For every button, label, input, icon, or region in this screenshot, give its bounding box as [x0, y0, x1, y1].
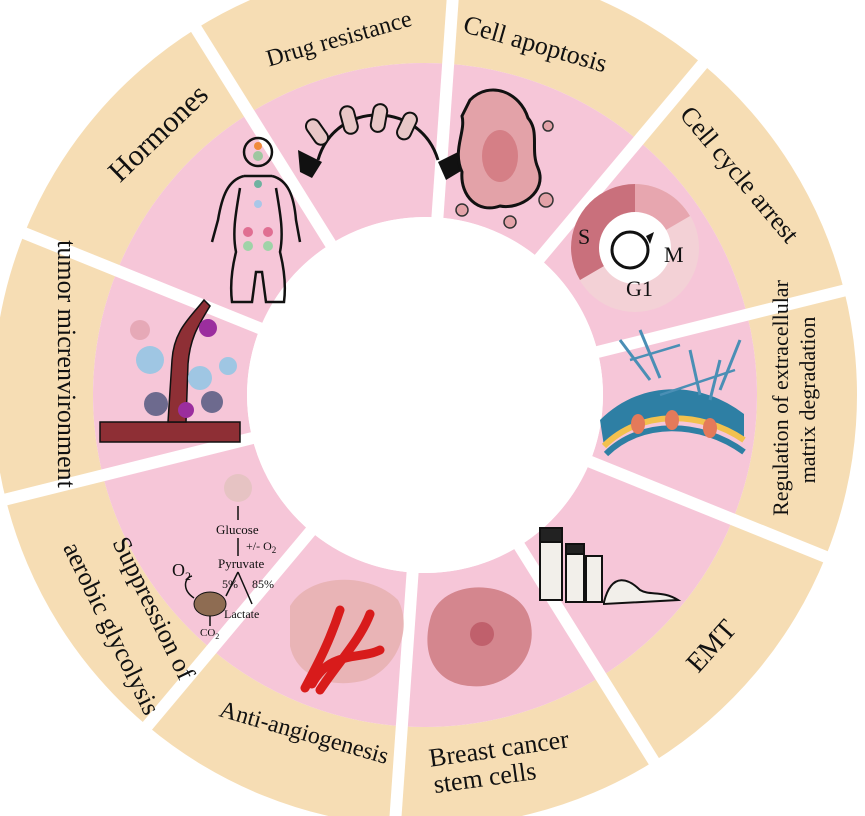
sector-separator-4 — [585, 455, 832, 564]
sector-separator-0 — [188, 22, 337, 249]
outer-sector-7 — [5, 475, 212, 726]
pct-85-label: 85% — [252, 577, 274, 591]
sector-separator-3 — [594, 283, 850, 359]
label-ecm-degradation-line1: Regulation of extracellular — [768, 279, 793, 515]
label-tumor-microenvironment: tumor micrenvironment — [52, 240, 81, 488]
center-circle — [247, 217, 603, 573]
glucose-label: Glucose — [216, 522, 259, 537]
outer-sector-2 — [638, 64, 845, 315]
sector-separator-1 — [431, 0, 459, 220]
lactate-label: Lactate — [224, 607, 259, 621]
inner-sector-7 — [102, 438, 311, 650]
cell-cycle-m-label: M — [664, 242, 684, 267]
cell-cycle-s-label: S — [578, 224, 590, 249]
emt-illustration — [539, 527, 682, 606]
outer-sector-9 — [24, 28, 250, 271]
sector-separator-7 — [140, 525, 317, 733]
pyruvate-label: Pyruvate — [218, 556, 264, 571]
outer-sector-5 — [395, 676, 654, 816]
outer-sector-1 — [448, 0, 703, 141]
drug-resistance-illustration — [298, 103, 466, 180]
cell-cycle-illustration: S M G1 — [571, 184, 699, 312]
anti-angiogenesis-illustration — [290, 579, 404, 695]
label-ecm-degradation-line2: matrix degradation — [795, 317, 820, 484]
sector-separator-8 — [0, 431, 256, 507]
stem-cell-illustration — [427, 587, 532, 687]
co2-label: CO2 — [200, 627, 219, 641]
cell-apoptosis-illustration — [455, 88, 554, 229]
oxygen-condition-label: +/- O2 — [246, 539, 276, 555]
outer-sector-8 — [0, 233, 118, 500]
sector-separator-9 — [18, 226, 265, 335]
outer-sector-3 — [732, 290, 858, 557]
ecm-degradation-illustration — [600, 329, 746, 457]
glycolysis-illustration: Glucose +/- O2 Pyruvate O2 5% 85% Lactat… — [172, 474, 276, 641]
sector-separator-2 — [533, 57, 710, 265]
inner-sector-0 — [249, 63, 449, 245]
outer-sector-4 — [600, 519, 826, 762]
outer-sector-6 — [147, 649, 402, 816]
outer-sector-0 — [196, 0, 453, 114]
tumor-microenvironment-illustration — [99, 298, 241, 443]
cell-cycle-g1-label: G1 — [626, 276, 653, 301]
sector-separator-6 — [389, 570, 419, 816]
hormones-illustration — [210, 136, 302, 304]
oxygen-label: O2 — [172, 560, 191, 583]
pct-5-label: 5% — [222, 577, 238, 591]
